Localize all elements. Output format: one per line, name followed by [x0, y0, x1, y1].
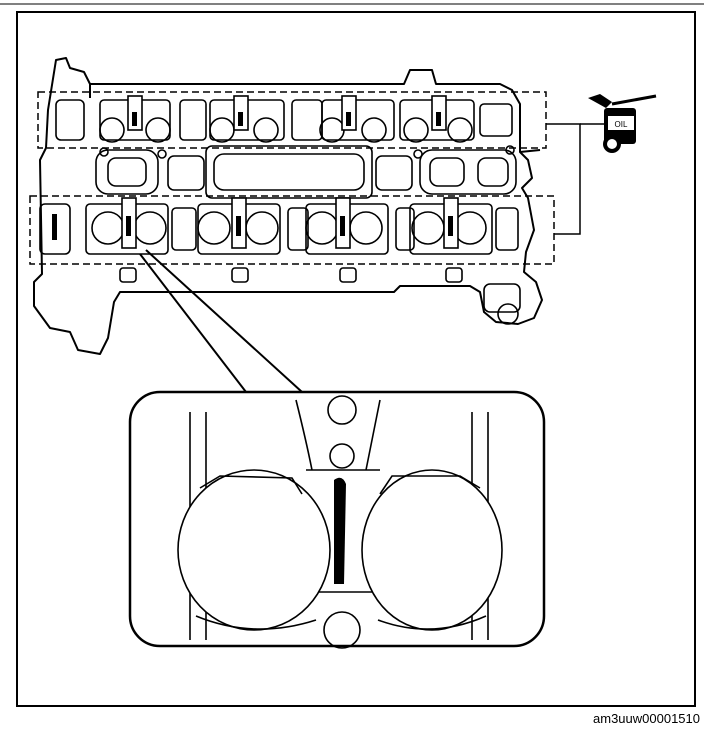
upper-camshaft-dashed-box: [37, 91, 547, 149]
lower-oil-holes: [52, 214, 453, 240]
cylinder-head: [33, 57, 543, 355]
lower-camshaft-dashed-box: [29, 195, 555, 265]
oil-label: OIL: [615, 120, 628, 129]
zoom-callout: [128, 390, 546, 649]
bottom-bolt-holes: [119, 267, 521, 325]
figure-border: [16, 11, 696, 707]
oil-supply-lines: [546, 123, 604, 235]
upper-oil-holes: [132, 112, 441, 126]
middle-ports: [95, 145, 517, 199]
lower-journals: [39, 197, 519, 255]
figure-code: am3uuw00001510: [593, 711, 700, 726]
oil-can-icon: [588, 94, 657, 153]
upper-journals: [55, 95, 513, 143]
callout-oil-hole: [334, 477, 346, 584]
callout-leader: [139, 249, 303, 393]
